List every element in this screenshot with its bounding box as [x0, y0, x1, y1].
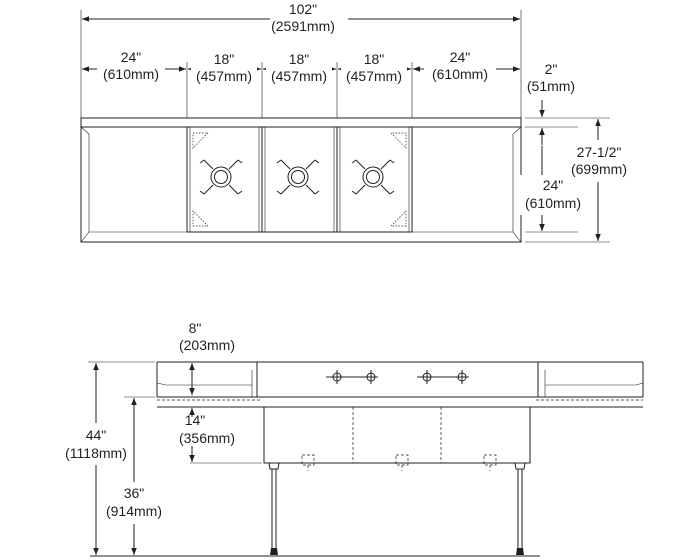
- sink-front-outline: [156, 361, 644, 464]
- backsplash-height-inch: 8": [189, 320, 202, 336]
- overall-height-inch: 44": [86, 427, 107, 443]
- bowl-height-mm: (356mm): [179, 430, 235, 446]
- backsplash-height-mm: (203mm): [179, 337, 235, 353]
- bowl-depth-mm: (610mm): [525, 195, 581, 211]
- backsplash-depth-inch: 2": [545, 61, 558, 77]
- compartment-1-mm: (457mm): [196, 68, 252, 84]
- compartment-1-inch: 18": [214, 51, 235, 67]
- overall-height-mm: (1118mm): [65, 445, 127, 461]
- front-view: 8" (203mm) 14" (356mm) 44" (1118mm) 36" …: [54, 320, 644, 557]
- faucet-right: [417, 370, 469, 384]
- top-extension-lines: [80, 10, 522, 118]
- depth-extension-lines: [525, 117, 610, 243]
- sink-plan-outline: [80, 117, 522, 243]
- overall-depth-inch: 27-1/2": [577, 144, 622, 160]
- rim-height-inch: 36": [124, 485, 145, 501]
- drain-icon: [276, 159, 320, 195]
- drain-outlets: [301, 454, 497, 471]
- left-drainboard-inch: 24": [121, 49, 142, 65]
- drain-icon: [351, 159, 395, 195]
- compartment-3-mm: (457mm): [346, 68, 402, 84]
- rim-height-mm: (914mm): [106, 503, 162, 519]
- drain-icon: [199, 159, 243, 195]
- compartment-2-mm: (457mm): [271, 68, 327, 84]
- overall-width-mm: (2591mm): [271, 18, 335, 34]
- front-extension-lines: [88, 361, 262, 464]
- left-drainboard-mm: (610mm): [103, 66, 159, 82]
- overall-depth-mm: (699mm): [571, 161, 627, 177]
- segment-label-backgrounds: [97, 48, 496, 90]
- faucet-left: [326, 370, 378, 384]
- overall-width-inch: 102": [289, 1, 317, 17]
- leg-right: [514, 462, 526, 555]
- bowl-height-inch: 14": [185, 412, 206, 428]
- right-drainboard-mm: (610mm): [432, 66, 488, 82]
- compartment-2-inch: 18": [289, 51, 310, 67]
- leg-left: [268, 462, 280, 555]
- compartment-3-inch: 18": [364, 51, 385, 67]
- top-view: 102" (2591mm) 24" (610mm) 18" (457mm) 18…: [80, 1, 630, 243]
- corner-markers: [192, 132, 407, 227]
- right-drainboard-inch: 24": [450, 49, 471, 65]
- bowl-depth-inch: 24": [543, 177, 564, 193]
- backsplash-depth-mm: (51mm): [527, 78, 575, 94]
